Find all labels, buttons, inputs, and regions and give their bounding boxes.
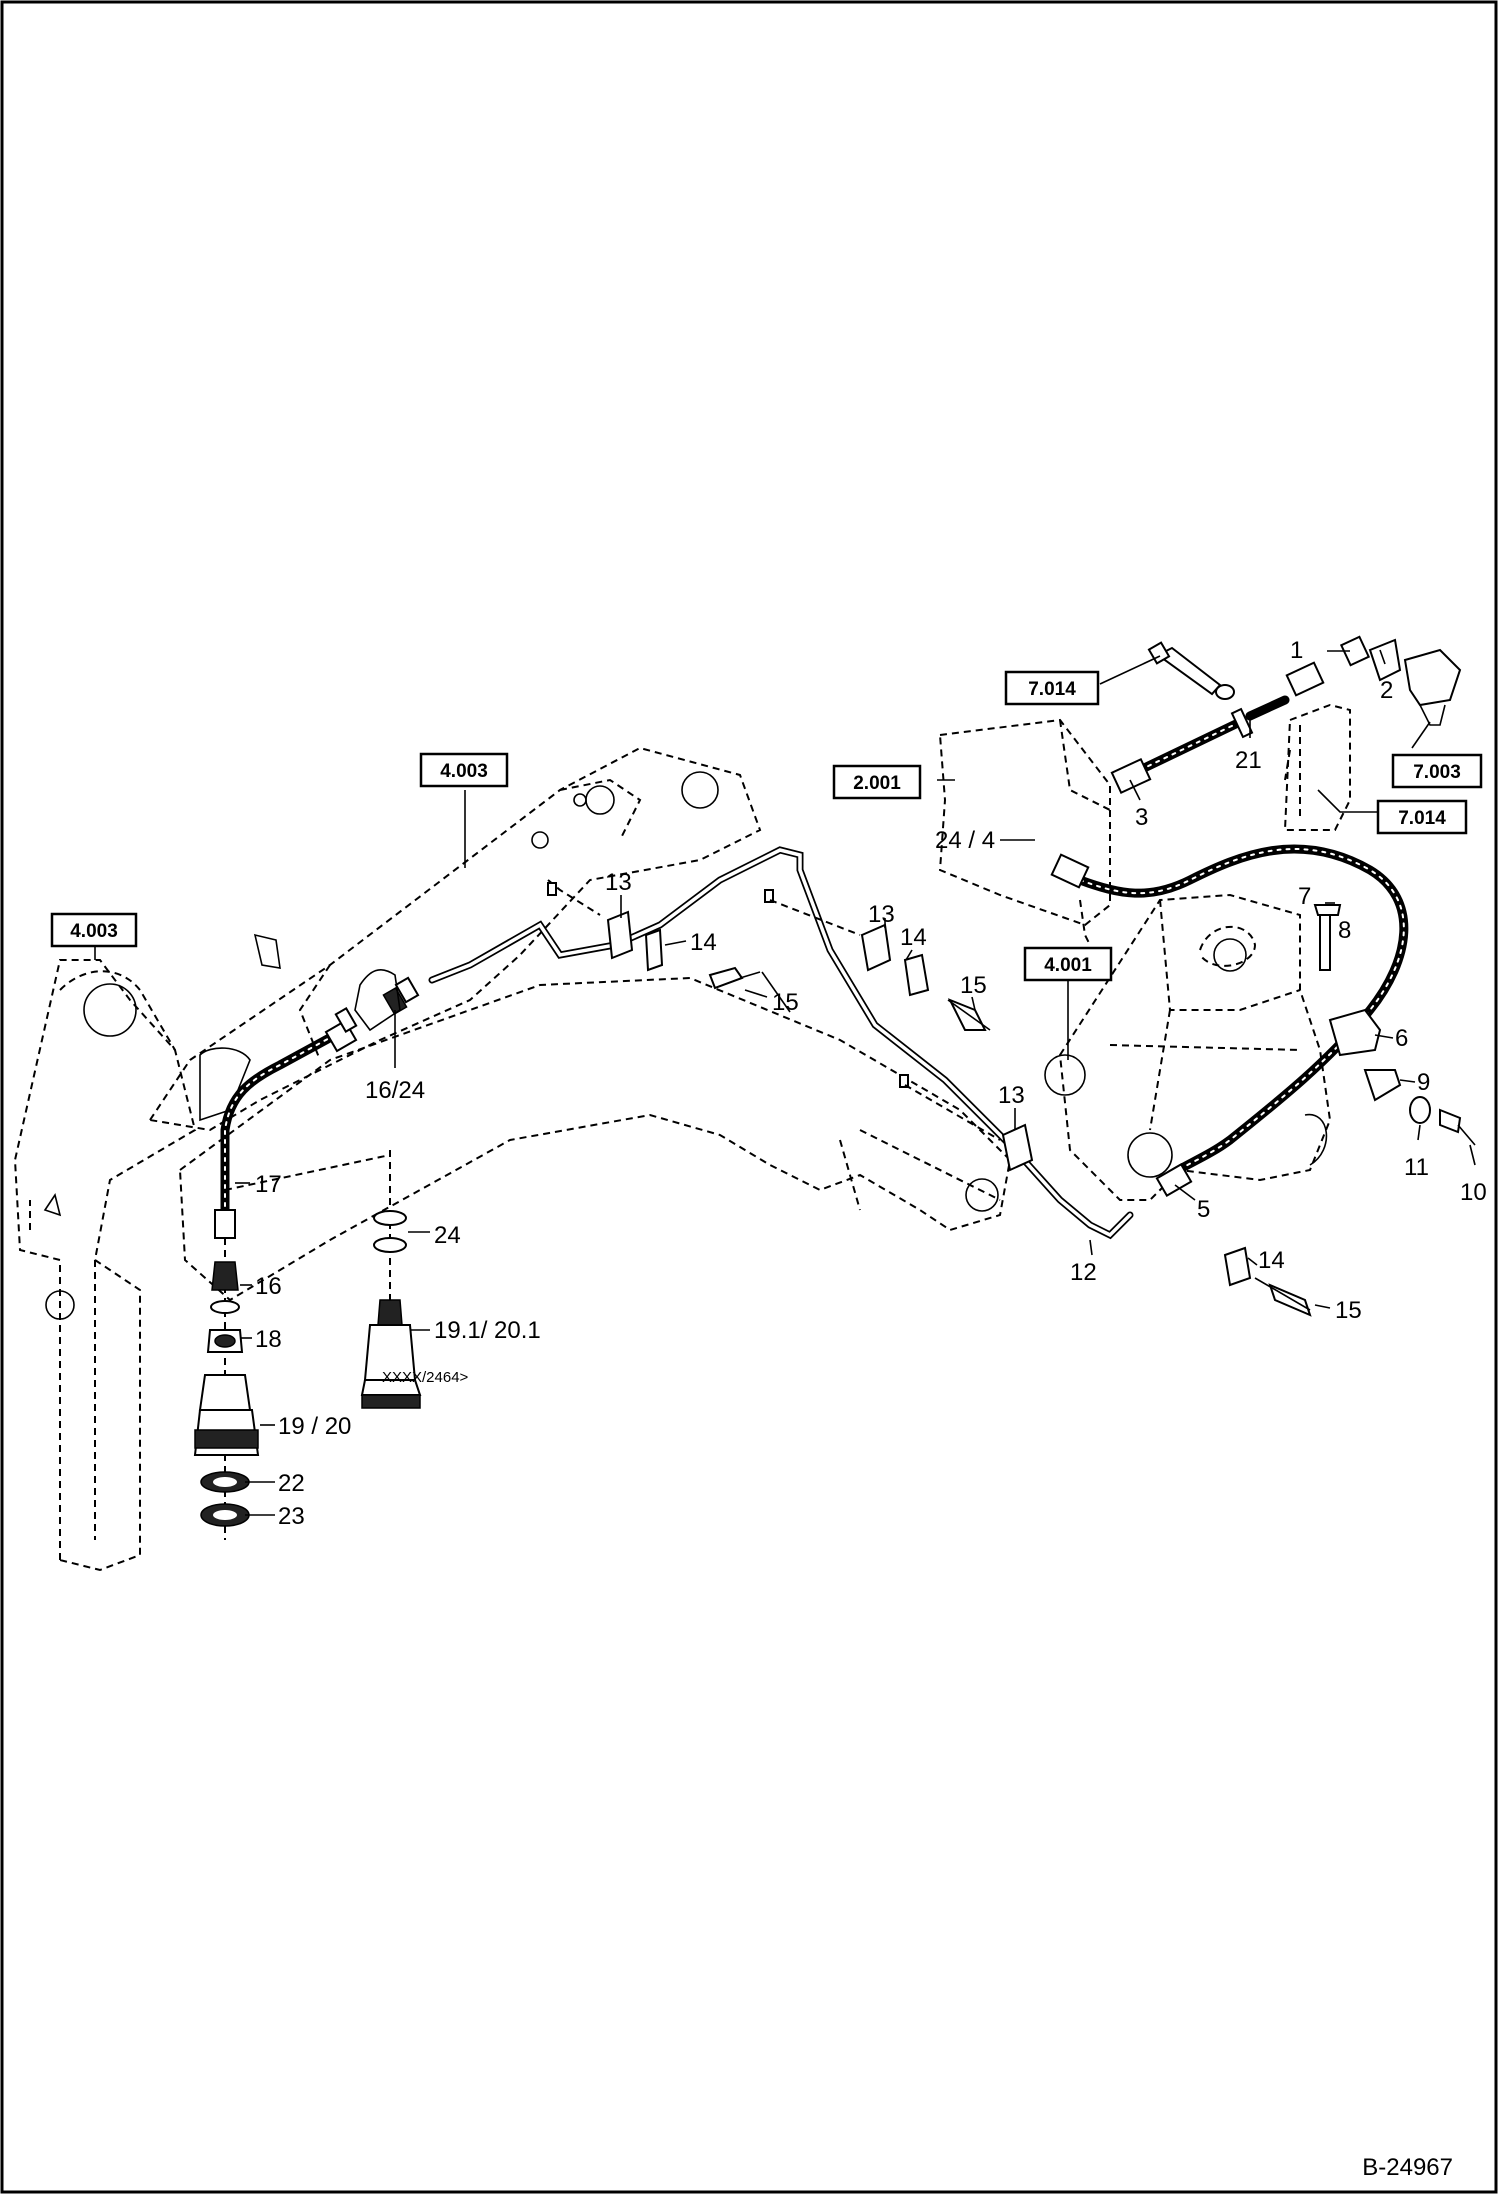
clamps	[547, 879, 1476, 1317]
part-label: 23	[278, 1503, 305, 1530]
coupling-stack-right	[360, 1210, 422, 1409]
top-bolts	[1147, 641, 1235, 700]
reference-box-4003-boom: 4.003	[419, 752, 509, 788]
reference-label: 7.014	[1398, 808, 1446, 829]
fittings-16-24	[334, 969, 420, 1034]
part-label: 1	[1290, 637, 1303, 664]
reference-box-4003-left: 4.003	[50, 912, 138, 948]
part-label: 19 / 20	[278, 1413, 351, 1440]
part-label: 14	[690, 929, 717, 956]
part-label: 15	[1335, 1297, 1362, 1324]
part-label: 19.1/ 20.1	[434, 1317, 541, 1344]
part-label: 24 / 4	[935, 827, 995, 854]
part-label: 15	[772, 989, 799, 1016]
part-label: 21	[1235, 747, 1262, 774]
swing-bracket-outline	[1044, 893, 1332, 1201]
reference-box-7014-right: 7.014	[1376, 799, 1468, 835]
reference-label: 7.003	[1413, 762, 1461, 783]
part-label: 7	[1298, 883, 1311, 910]
part-label: 22	[278, 1470, 305, 1497]
reference-box-7014-top: 7.014	[1004, 670, 1100, 706]
reference-box-2001: 2.001	[832, 764, 922, 800]
part-label: 15	[960, 972, 987, 999]
part-label: 11	[1404, 1154, 1429, 1181]
hose-17	[214, 1019, 358, 1239]
part-label: 5	[1197, 1196, 1210, 1223]
reference-box-7003: 7.003	[1391, 753, 1483, 789]
part-label: 17	[255, 1171, 282, 1198]
part-label: 13	[868, 901, 895, 928]
boom-outline	[148, 746, 1012, 1302]
part-label: 13	[605, 869, 632, 896]
valve-bracket-outline	[1283, 703, 1351, 831]
reference-label: 4.003	[70, 921, 118, 942]
part-label: 8	[1338, 917, 1351, 944]
leader-lines	[94, 649, 1476, 1516]
hose-5	[1050, 844, 1409, 1198]
part-label: 16/24	[365, 1077, 425, 1104]
part-label: 14	[1258, 1247, 1285, 1274]
reference-box-4001: 4.001	[1023, 946, 1113, 982]
part-label: 6	[1395, 1025, 1408, 1052]
serial-note: XXXX/2464>	[382, 1369, 469, 1386]
coupling-stack-left	[193, 1150, 391, 1540]
drawing-number: B-24967	[1362, 2154, 1453, 2181]
part-label: 24	[434, 1222, 461, 1249]
pipe-line	[428, 846, 1134, 1240]
part-labels: 1 2 3 24 / 4 21 5 6 7 8 9 10 11 12 13 13…	[255, 637, 1487, 1530]
part-label: 3	[1135, 804, 1148, 831]
arm-outline	[13, 959, 197, 1572]
part-label: 2	[1380, 677, 1393, 704]
part-label: 12	[1070, 1259, 1097, 1286]
part-label: 10	[1460, 1179, 1487, 1206]
frame-plate-outline	[938, 718, 1111, 946]
part-label: 13	[998, 1082, 1025, 1109]
part-label: 16	[255, 1273, 282, 1300]
reference-label: 4.001	[1044, 955, 1092, 976]
hose-3	[1110, 635, 1462, 795]
part-label: 14	[900, 924, 927, 951]
part-label: 9	[1417, 1069, 1430, 1096]
reference-label: 2.001	[853, 773, 901, 794]
reference-label: 4.003	[440, 761, 488, 782]
reference-label: 7.014	[1028, 679, 1076, 700]
part-label: 18	[255, 1326, 282, 1353]
